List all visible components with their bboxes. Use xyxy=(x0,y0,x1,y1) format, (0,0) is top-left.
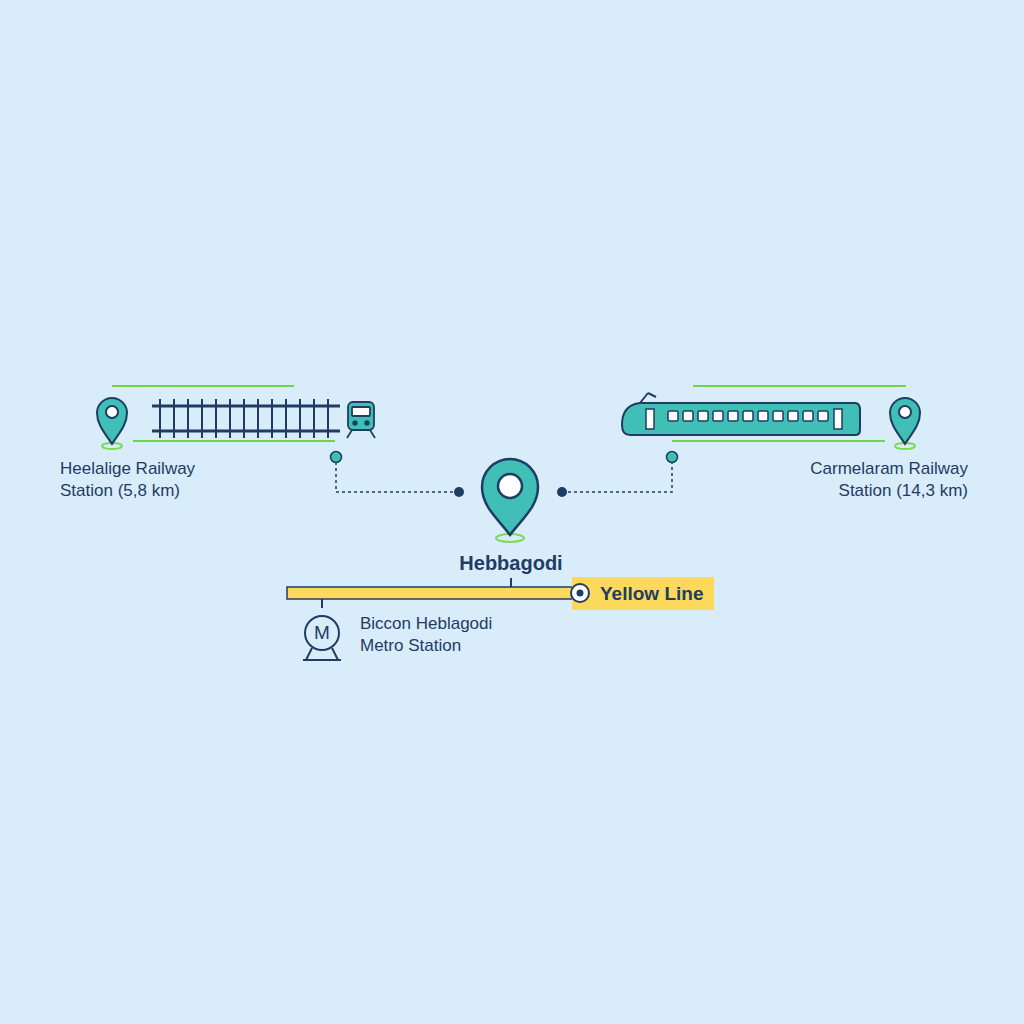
location-pin xyxy=(482,459,538,542)
train-icon xyxy=(347,402,375,438)
station-label: Biccon Heblagodi Metro Station xyxy=(360,613,510,657)
track-tie xyxy=(327,399,329,438)
train-illustration xyxy=(622,393,860,435)
train-window xyxy=(803,411,813,421)
train-window xyxy=(698,411,708,421)
train-window xyxy=(728,411,738,421)
track-tie xyxy=(271,399,273,438)
train-window xyxy=(758,411,768,421)
metro-icon xyxy=(303,616,341,660)
track-tie xyxy=(285,399,287,438)
metro-line xyxy=(287,578,580,608)
location-pin xyxy=(97,398,127,449)
train-window xyxy=(668,411,678,421)
track-tie xyxy=(187,399,189,438)
metro-letter: M xyxy=(307,621,337,646)
line-name: Yellow Line xyxy=(600,583,703,605)
track-tie xyxy=(215,399,217,438)
station-label: Carmelaram Railway Station (14,3 km) xyxy=(778,458,968,502)
train-window xyxy=(788,411,798,421)
train-window xyxy=(743,411,753,421)
station-label: Heelalige Railway Station (5,8 km) xyxy=(60,458,225,502)
track-tie xyxy=(299,399,301,438)
line-terminus xyxy=(571,584,589,602)
train-window xyxy=(713,411,723,421)
track-tie xyxy=(229,399,231,438)
place-label: Hebbagodi xyxy=(431,550,591,576)
railway-track xyxy=(152,399,340,438)
track-tie xyxy=(159,399,161,438)
location-pin xyxy=(890,398,920,449)
track-tie xyxy=(201,399,203,438)
train-window xyxy=(773,411,783,421)
train-window xyxy=(818,411,828,421)
track-tie xyxy=(313,399,315,438)
track-tie xyxy=(173,399,175,438)
track-tie xyxy=(243,399,245,438)
track-tie xyxy=(257,399,259,438)
line-terminus-dot xyxy=(577,590,584,597)
accent-lines xyxy=(112,386,906,441)
line-terminus xyxy=(568,581,592,605)
line-name-box: Yellow Line xyxy=(572,577,714,610)
train-window xyxy=(683,411,693,421)
